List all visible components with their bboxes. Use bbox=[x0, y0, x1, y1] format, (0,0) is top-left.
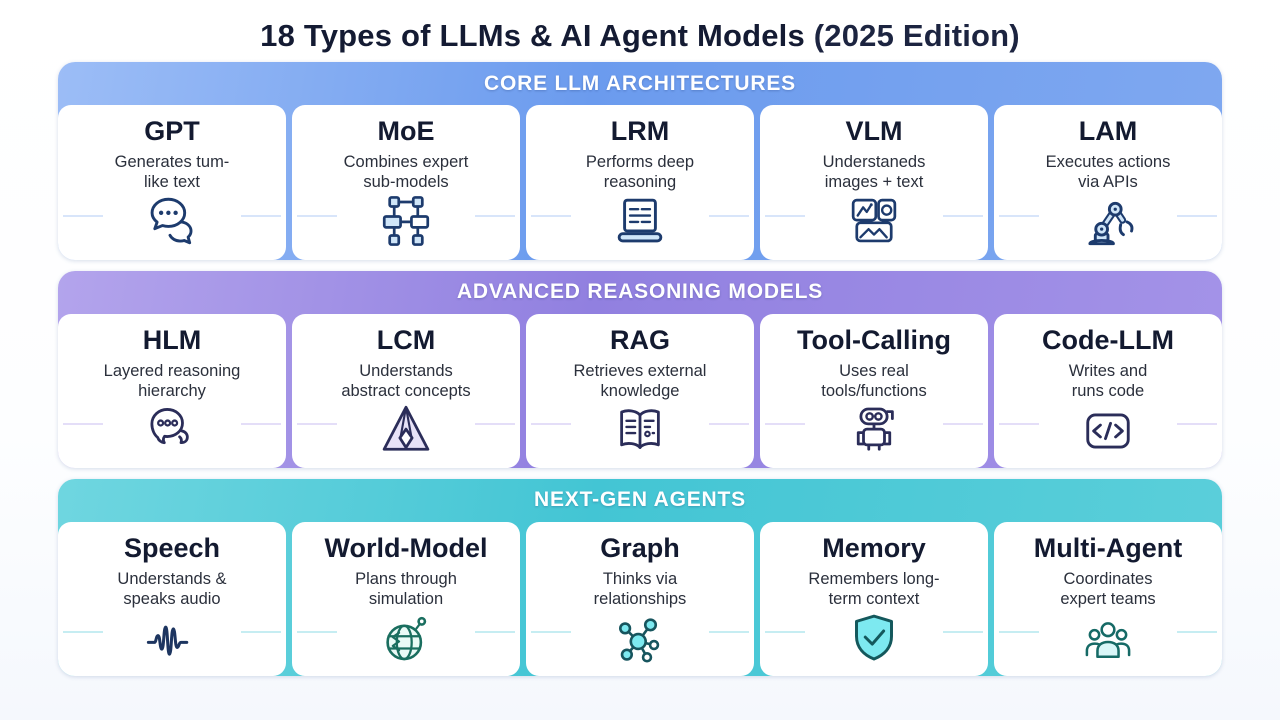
laptop-icon bbox=[609, 192, 671, 250]
card-rag-desc: Retrieves external knowledge bbox=[573, 361, 707, 400]
card-code-llm: Code-LLM Writes and runs code bbox=[994, 313, 1222, 468]
section-next-gen-agents-header: NEXT-GEN AGENTS bbox=[534, 488, 746, 512]
card-memory-title: Memory bbox=[822, 532, 926, 563]
section-advanced-reasoning-cards: HLM Layered reasoning hierarchy LCM bbox=[58, 313, 1222, 468]
card-lrm: LRM Performs deep reasoning bbox=[526, 105, 754, 260]
robot-arm-icon bbox=[1077, 192, 1139, 250]
card-vlm-desc: Understaneds images + text bbox=[822, 152, 926, 191]
card-lrm-desc: Performs deep reasoning bbox=[585, 152, 695, 191]
card-lcm-desc: Understands abstract concepts bbox=[341, 361, 471, 400]
card-memory-desc: Remembers long- term context bbox=[808, 569, 940, 608]
section-next-gen-agents: NEXT-GEN AGENTS Speech Understands & spe… bbox=[58, 478, 1222, 676]
card-multi-agent: Multi-Agent Coordinates expert teams bbox=[994, 521, 1222, 676]
page-title-main: 18 Types of LLMs & AI Agent Models bbox=[260, 18, 805, 53]
card-world-model-desc: Plans through simulation bbox=[355, 569, 457, 608]
image-collage-icon bbox=[843, 192, 905, 250]
card-speech-title: Speech bbox=[123, 532, 221, 563]
card-lcm: LCM Understands abstract concepts bbox=[292, 313, 520, 468]
card-hlm: HLM Layered reasoning hierarchy bbox=[58, 313, 286, 468]
shield-check-icon bbox=[844, 610, 904, 666]
card-rag-title: RAG bbox=[610, 324, 670, 355]
card-multi-agent-desc: Coordinates expert teams bbox=[1060, 569, 1156, 608]
section-core-llm: CORE LLM ARCHITECTURES GPT Generates tum… bbox=[58, 62, 1222, 260]
sections: CORE LLM ARCHITECTURES GPT Generates tum… bbox=[58, 62, 1222, 712]
card-moe-desc: Combines expert sub-models bbox=[343, 152, 469, 191]
node-network-icon bbox=[376, 192, 436, 250]
card-gpt-desc: Generates tum- like text bbox=[114, 152, 230, 191]
card-hlm-title: HLM bbox=[142, 324, 202, 355]
section-next-gen-agents-cards: Speech Understands & speaks audio World-… bbox=[58, 521, 1222, 676]
card-code-llm-desc: Writes and runs code bbox=[1068, 361, 1148, 400]
code-brackets-icon bbox=[1076, 404, 1140, 458]
card-lam-title: LAM bbox=[1078, 116, 1138, 146]
card-rag: RAG Retrieves external knowledge bbox=[526, 313, 754, 468]
card-graph: Graph Thinks via relationships bbox=[526, 521, 754, 676]
card-moe-title: MoE bbox=[377, 116, 435, 146]
card-graph-title: Graph bbox=[600, 532, 680, 563]
team-icon bbox=[1075, 612, 1141, 666]
card-graph-desc: Thinks via relationships bbox=[593, 569, 687, 608]
chat-bubbles-icon bbox=[141, 192, 203, 250]
card-gpt-title: GPT bbox=[144, 116, 200, 146]
head-dots-icon bbox=[141, 402, 203, 458]
graph-network-icon bbox=[609, 610, 671, 666]
card-world-model-title: World-Model bbox=[324, 532, 488, 563]
waveform-icon bbox=[137, 612, 207, 666]
page-title: 18 Types of LLMs & AI Agent Models (2025… bbox=[58, 14, 1222, 62]
card-lam: LAM Executes actions via APIs bbox=[994, 105, 1222, 260]
card-gpt: GPT Generates tum- like text bbox=[58, 105, 286, 260]
open-book-icon bbox=[608, 402, 672, 458]
card-speech-desc: Understands & speaks audio bbox=[117, 569, 227, 608]
section-core-llm-header: CORE LLM ARCHITECTURES bbox=[484, 71, 796, 95]
card-lcm-title: LCM bbox=[376, 324, 436, 355]
card-speech: Speech Understands & speaks audio bbox=[58, 521, 286, 676]
card-tool-calling-title: Tool-Calling bbox=[797, 324, 951, 355]
card-lrm-title: LRM bbox=[610, 116, 670, 146]
card-tool-calling-desc: Uses real tools/functions bbox=[821, 361, 927, 400]
section-advanced-reasoning-header: ADVANCED REASONING MODELS bbox=[456, 280, 824, 304]
globe-icon bbox=[375, 610, 437, 666]
section-advanced-reasoning: ADVANCED REASONING MODELS HLM Layered re… bbox=[58, 270, 1222, 468]
card-multi-agent-title: Multi-Agent bbox=[1033, 532, 1183, 563]
robot-icon bbox=[843, 402, 905, 458]
card-code-llm-title: Code-LLM bbox=[1042, 324, 1174, 355]
card-world-model: World-Model Plans through simulation bbox=[292, 521, 520, 676]
card-hlm-desc: Layered reasoning hierarchy bbox=[103, 361, 241, 400]
page-title-suffix: (2025 Edition) bbox=[813, 18, 1020, 53]
section-core-llm-cards: GPT Generates tum- like text MoE bbox=[58, 105, 1222, 260]
card-lam-desc: Executes actions via APIs bbox=[1045, 152, 1171, 191]
card-tool-calling: Tool-Calling Uses real tools/functions bbox=[760, 313, 988, 468]
card-vlm-title: VLM bbox=[845, 116, 903, 146]
card-vlm: VLM Understaneds images + text bbox=[760, 105, 988, 260]
card-moe: MoE Combines expert sub-models bbox=[292, 105, 520, 260]
card-memory: Memory Remembers long- term context bbox=[760, 521, 988, 676]
pyramid-icon bbox=[375, 402, 437, 458]
